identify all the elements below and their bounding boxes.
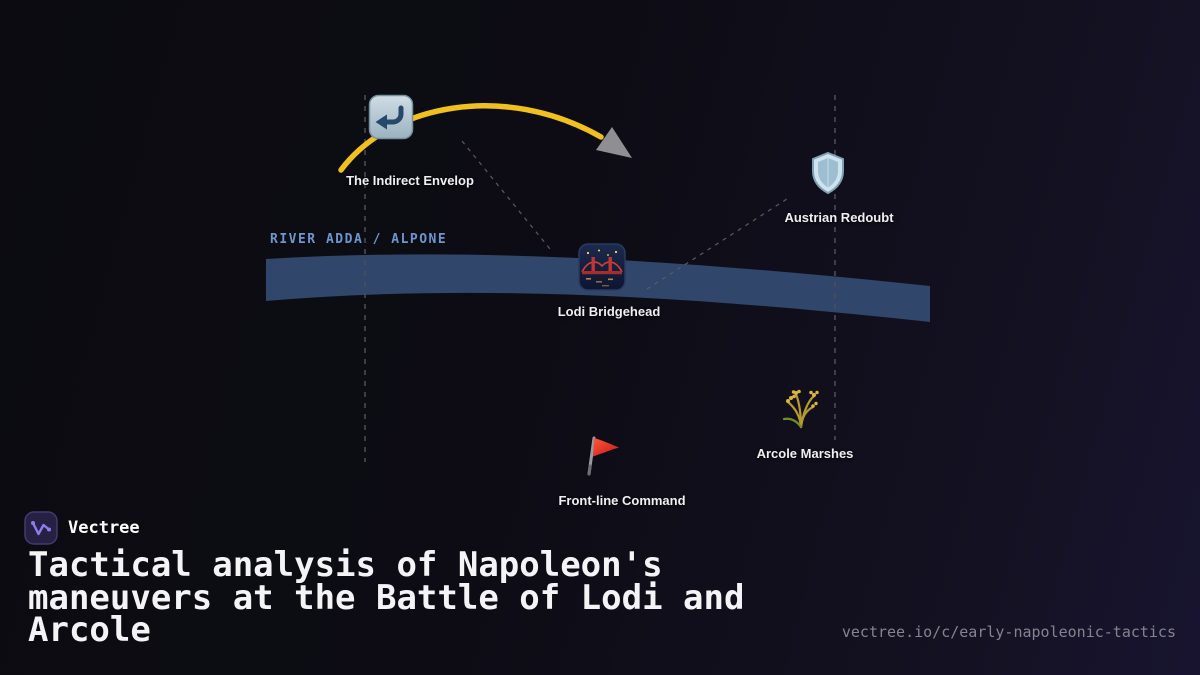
triangular-flag-icon <box>578 432 624 478</box>
brand-row: Vectree <box>24 511 140 545</box>
node-label-lodi-bridgehead: Lodi Bridgehead <box>557 304 661 319</box>
river-label: RIVER ADDA / ALPONE <box>270 232 448 247</box>
u-turn-arrow-icon <box>368 94 414 140</box>
node-label-indirect-envelop: The Indirect Envelop <box>346 173 474 188</box>
page-title: Tactical analysis of Napoleon's maneuver… <box>28 545 745 650</box>
page-title-line-2: maneuvers at the Battle of Lodi and <box>28 577 745 618</box>
vectree-logo-icon <box>24 511 58 545</box>
bridge-at-night-icon <box>578 243 626 291</box>
page-title-line-3: Arcole <box>28 610 151 650</box>
node-label-arcole-marshes: Arcole Marshes <box>756 446 854 461</box>
node-label-austrian-redoubt: Austrian Redoubt <box>784 210 894 225</box>
brand-name: Vectree <box>68 518 140 538</box>
shield-icon <box>809 151 847 195</box>
sheaf-of-rice-icon <box>779 386 823 429</box>
maneuver-arrowhead <box>596 127 632 158</box>
connector-envelop-bridgehead <box>461 140 551 250</box>
page-title-line-1: Tactical analysis of Napoleon's <box>28 545 663 585</box>
node-label-front-line-command: Front-line Command <box>558 493 686 508</box>
footer-url: vectree.io/c/early-napoleonic-tactics <box>841 623 1176 641</box>
